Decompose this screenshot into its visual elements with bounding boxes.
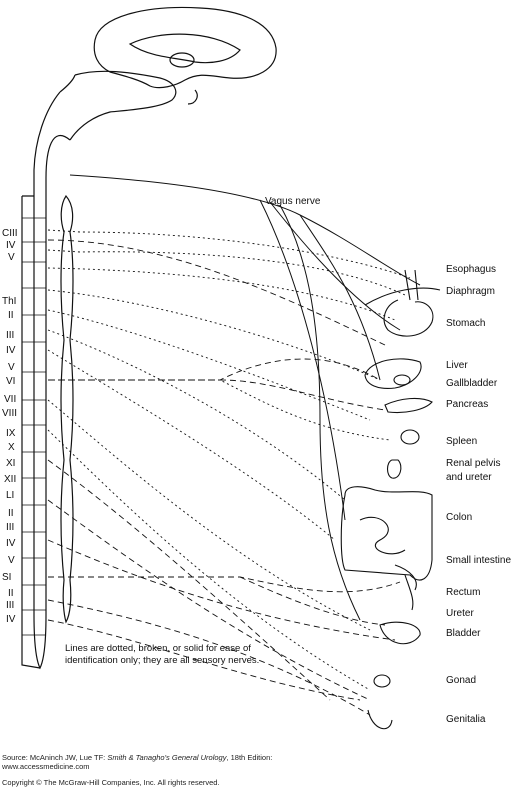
organ-label-diaphragm: Diaphragm xyxy=(446,286,495,297)
segment-label: VIII xyxy=(2,408,18,419)
pancreas-organ xyxy=(384,397,433,414)
source-citation: Source: McAninch JW, Lue TF: Smith & Tan… xyxy=(2,753,272,762)
segment-label: IX xyxy=(6,428,16,439)
segment-label: III xyxy=(6,600,15,611)
segment-label: IV xyxy=(6,614,16,625)
gallbladder-organ xyxy=(393,374,411,386)
segment-label: II xyxy=(8,588,14,599)
diaphragm-organ xyxy=(364,287,441,306)
organ-label-esophagus: Esophagus xyxy=(446,264,497,275)
brainstem xyxy=(59,70,198,141)
segment-label: VI xyxy=(6,376,16,387)
stomach-organ xyxy=(383,299,434,337)
source-prefix: Source: McAninch JW, Lue TF: xyxy=(2,753,108,762)
segment-label: V xyxy=(8,252,15,263)
small-intestine-organ xyxy=(359,516,417,591)
organ-label-spleen: Spleen xyxy=(446,436,478,447)
segment-label: CIII xyxy=(2,228,18,239)
spleen-organ xyxy=(400,429,420,445)
organ-label-colon: Colon xyxy=(446,512,473,523)
segment-label: XI xyxy=(6,458,16,469)
rectum-organ xyxy=(404,574,414,611)
source-book-title: Smith & Tanagho's General Urology xyxy=(107,753,227,762)
colon-organ xyxy=(340,486,433,581)
vagus-nerve xyxy=(69,174,421,286)
genitalia-organ xyxy=(367,709,393,730)
segment-label: IV xyxy=(6,240,16,251)
bladder-organ xyxy=(379,621,421,645)
segment-label: XII xyxy=(4,474,17,485)
organ-label-gallbladder: Gallbladder xyxy=(446,378,498,389)
organ-label-genitalia: Genitalia xyxy=(446,714,486,725)
organ-label-gonad: Gonad xyxy=(446,675,477,686)
kidney-organ xyxy=(386,459,402,479)
segment-label: IV xyxy=(6,345,16,356)
segment-label: ThI xyxy=(2,296,17,307)
segment-label: IV xyxy=(6,538,16,549)
liver-organ xyxy=(364,358,422,389)
organ-label-and-ureter: and ureter xyxy=(446,472,492,483)
diagram-note: Lines are dotted, broken, or solid for e… xyxy=(65,643,260,666)
segment-label: III xyxy=(6,330,15,341)
organ-label-ureter: Ureter xyxy=(446,608,474,619)
segment-label: V xyxy=(8,555,15,566)
organ-label-rectum: Rectum xyxy=(446,587,481,598)
gonad-organ xyxy=(373,674,391,688)
organ-label-stomach: Stomach xyxy=(446,318,486,329)
segment-label: LI xyxy=(6,490,15,501)
vagus-nerve-label: Vagus nerve xyxy=(265,196,321,207)
source-suffix: , 18th Edition: xyxy=(226,753,273,762)
organ-label-small-intestine: Small intestine xyxy=(446,555,512,566)
brain-outline xyxy=(93,6,277,89)
brain-corpus xyxy=(128,33,241,64)
organ-label-liver: Liver xyxy=(446,360,468,371)
source-url[interactable]: www.accessmedicine.com xyxy=(2,762,90,771)
segment-label: VII xyxy=(4,394,17,405)
organ-label-bladder: Bladder xyxy=(446,628,481,639)
organ-label-pancreas: Pancreas xyxy=(446,399,489,410)
copyright-notice: Copyright © The McGraw-Hill Companies, I… xyxy=(2,778,220,787)
sympathetic-chain xyxy=(60,195,74,624)
organ-label-renal-pelvis: Renal pelvis xyxy=(446,458,501,469)
esophagus-organ xyxy=(404,269,419,301)
segment-label: X xyxy=(8,442,15,453)
segment-label: SI xyxy=(2,572,12,583)
segment-label: II xyxy=(8,310,14,321)
segment-label: V xyxy=(8,362,15,373)
segment-label: II xyxy=(8,508,14,519)
segment-label: III xyxy=(6,522,15,533)
